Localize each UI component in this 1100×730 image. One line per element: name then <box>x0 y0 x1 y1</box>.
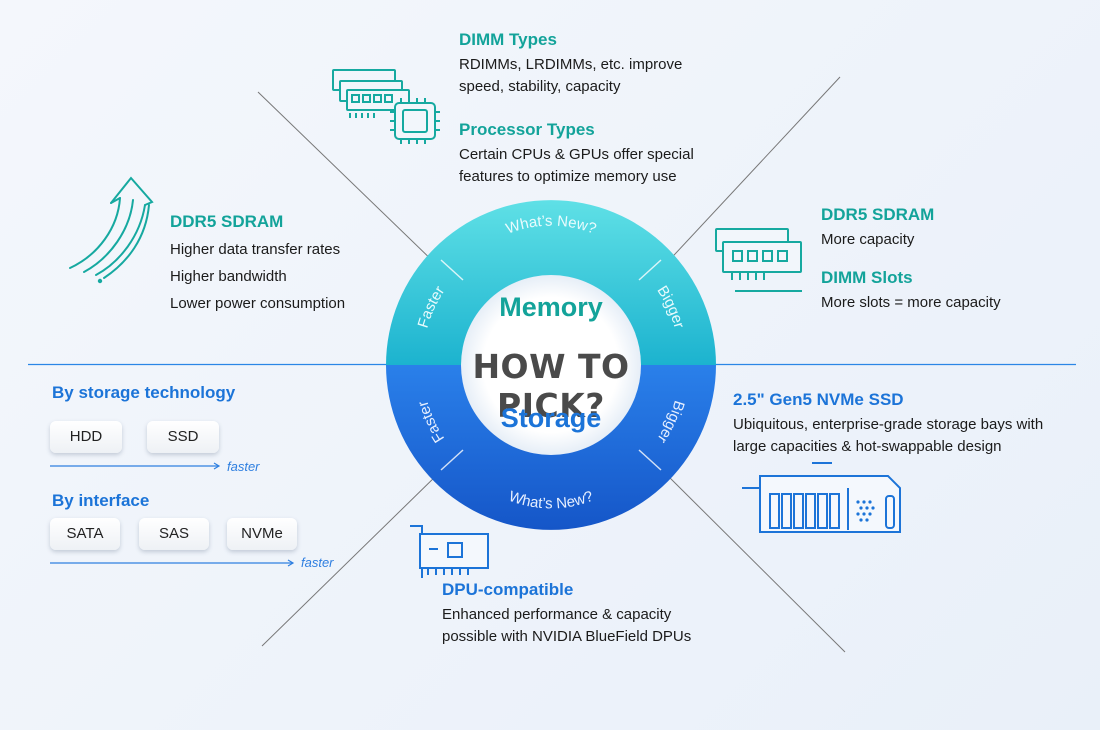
sata-option: SATA <box>50 518 120 550</box>
ring-bottom-blue <box>386 365 716 530</box>
gen5-ssd-line: large capacities & hot-swappable design <box>733 438 1002 455</box>
ram-module-icon <box>715 228 802 292</box>
center-ring: What’s New? What’s New? Faster Bigger Fa… <box>386 200 716 530</box>
server-storage-icon <box>742 462 901 533</box>
dpu-block: DPU-compatible Enhanced performance & ca… <box>442 580 691 648</box>
ring-top-teal <box>386 200 716 365</box>
processor-chip-icon <box>390 98 440 144</box>
dpu-card-icon <box>410 525 489 578</box>
dpu-title: DPU-compatible <box>442 580 574 599</box>
ring-divider-tr <box>638 259 662 281</box>
dimm-types-block: DIMM Types RDIMMs, LRDIMMs, etc. improve… <box>459 30 682 98</box>
dimm-types-line: RDIMMs, LRDIMMs, etc. improve <box>459 56 683 73</box>
ring-divider-bl <box>440 449 464 471</box>
ddr5-faster-line: Higher data transfer rates <box>170 241 341 258</box>
processor-types-block: Processor Types Certain CPUs & GPUs offe… <box>459 120 694 188</box>
rising-arrow-icon <box>69 176 154 284</box>
gen5-ssd-line: Ubiquitous, enterprise-grade storage bay… <box>733 416 1044 433</box>
dpu-line: possible with NVIDIA BlueField DPUs <box>442 628 692 645</box>
dimm-slots-title: DIMM Slots <box>821 268 913 287</box>
faster-arrow-technology <box>50 462 221 470</box>
dimm-types-title: DIMM Types <box>459 30 557 49</box>
diagonal-bottom-left <box>261 471 441 647</box>
ddr5-faster-title: DDR5 SDRAM <box>170 212 284 231</box>
dimm-slots-block: DIMM Slots More slots = more capacity <box>821 268 1001 314</box>
processor-types-line: features to optimize memory use <box>459 168 677 185</box>
faster-note-technology: faster <box>227 459 260 474</box>
ring-divider-tl <box>440 259 464 281</box>
dimm-types-line: speed, stability, capacity <box>459 78 621 95</box>
ddr5-faster-line: Higher bandwidth <box>170 268 287 285</box>
gen5-ssd-title: 2.5" Gen5 NVMe SSD <box>733 390 904 409</box>
diagonal-top-right <box>661 76 841 269</box>
storage-technology-title: By storage technology <box>52 383 236 402</box>
gen5-ssd-block: 2.5" Gen5 NVMe SSD Ubiquitous, enterpris… <box>733 390 1043 458</box>
hdd-option: HDD <box>50 421 122 453</box>
nvme-option: NVMe <box>227 518 297 550</box>
ddr5-faster-line: Lower power consumption <box>170 295 346 312</box>
ddr5-bigger-title: DDR5 SDRAM <box>821 205 935 224</box>
center-question: HOW TO PICK? <box>472 347 630 425</box>
ring-divider-br <box>638 449 662 471</box>
dpu-line: Enhanced performance & capacity <box>442 606 672 623</box>
center-storage-title: Storage <box>500 403 602 433</box>
diagonal-bottom-right <box>661 469 846 653</box>
faster-note-interface: faster <box>301 555 334 570</box>
faster-arrow-interface <box>50 559 295 567</box>
ddr5-bigger-block: DDR5 SDRAM More capacity <box>821 205 934 251</box>
ring-inner-disc <box>461 275 641 455</box>
diagonal-top-left <box>257 91 441 269</box>
processor-types-title: Processor Types <box>459 120 595 139</box>
sas-option: SAS <box>139 518 209 550</box>
dimm-slots-line: More slots = more capacity <box>821 294 1001 311</box>
ddr5-faster-block: DDR5 SDRAM Higher data transfer rates Hi… <box>170 212 345 317</box>
processor-types-line: Certain CPUs & GPUs offer special <box>459 146 694 163</box>
center-memory-title: Memory <box>499 292 603 322</box>
ssd-option: SSD <box>147 421 219 453</box>
ddr5-bigger-line: More capacity <box>821 231 915 248</box>
storage-interface-title: By interface <box>52 491 150 510</box>
